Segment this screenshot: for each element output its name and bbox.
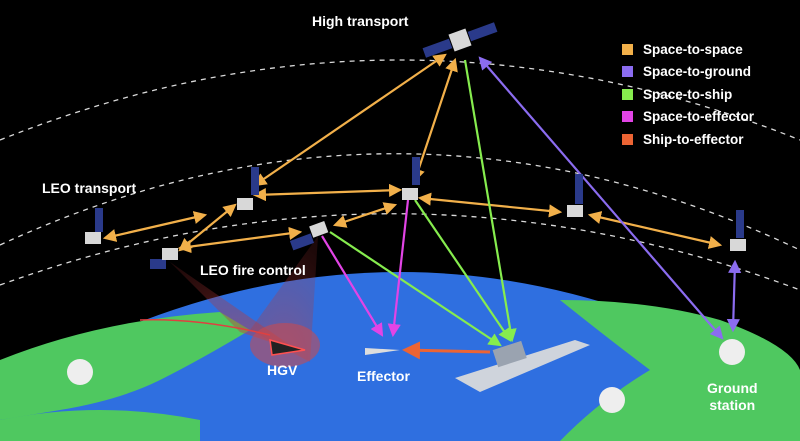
- ship-to-effector-link: [402, 341, 491, 360]
- space-to-ground-links: [478, 56, 742, 340]
- effector-icon: [365, 348, 400, 355]
- legend-label: Space-to-ship: [643, 86, 733, 102]
- legend-item: Space-to-effector: [622, 106, 754, 129]
- legend-swatch: [622, 133, 633, 145]
- hgv-icon: [269, 338, 306, 356]
- earth: [0, 272, 800, 441]
- ship-icon: [455, 340, 590, 392]
- legend-label: Ship-to-effector: [643, 131, 744, 147]
- legend-swatch: [622, 111, 633, 123]
- legend-label: Space-to-effector: [643, 109, 755, 125]
- satellites: [85, 22, 746, 269]
- label-ground-station: Ground station: [707, 380, 758, 414]
- label-ground-station-line2: station: [709, 397, 756, 413]
- ground-station-domes: [67, 339, 745, 413]
- legend-label: Space-to-space: [643, 41, 743, 57]
- label-leo-transport: LEO transport: [42, 180, 137, 196]
- legend-item: Space-to-ground: [622, 61, 754, 84]
- label-effector: Effector: [357, 368, 410, 384]
- label-leo-fire-control: LEO fire control: [200, 262, 306, 278]
- legend-label: Space-to-ground: [643, 64, 751, 80]
- label-high-transport: High transport: [312, 13, 409, 29]
- space-to-effector-links: [321, 199, 410, 338]
- legend-item: Ship-to-effector: [622, 128, 754, 151]
- label-ground-station-line1: Ground: [707, 380, 758, 396]
- legend-swatch: [622, 66, 633, 78]
- legend-item: Space-to-space: [622, 38, 754, 61]
- legend-item: Space-to-ship: [622, 83, 754, 106]
- legend-swatch: [622, 43, 633, 55]
- legend-swatch: [622, 88, 633, 100]
- label-hgv: HGV: [267, 362, 298, 378]
- space-to-ship-links: [329, 59, 517, 347]
- legend: Space-to-space Space-to-ground Space-to-…: [622, 38, 754, 151]
